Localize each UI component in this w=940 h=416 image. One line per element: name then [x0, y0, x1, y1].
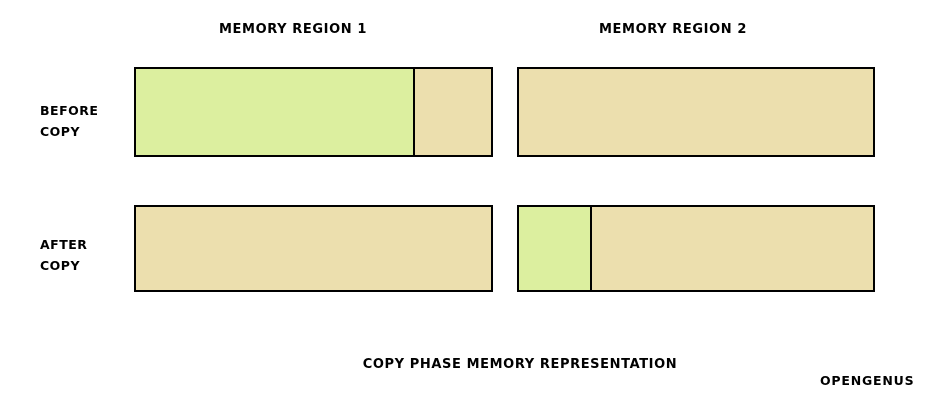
memory-segment-used [519, 207, 590, 290]
memory-segment-used [136, 69, 413, 155]
row-label-after-copy-line2: COPY [40, 258, 81, 273]
row-label-before-copy: BEFORE COPY [40, 100, 98, 142]
row-label-after-copy: AFTER COPY [40, 234, 87, 276]
memory-bar-before-region-1 [134, 67, 493, 157]
memory-segment-free [136, 207, 491, 290]
memory-bar-after-region-2 [517, 205, 875, 292]
memory-bar-after-region-1 [134, 205, 493, 292]
column-header-memory-region-1: MEMORY REGION 1 [219, 22, 367, 37]
memory-bar-before-region-2 [517, 67, 875, 157]
column-header-memory-region-2: MEMORY REGION 2 [599, 22, 747, 37]
opengenus-watermark: OPENGENUS [820, 373, 915, 388]
row-label-before-copy-line1: BEFORE [40, 103, 99, 118]
memory-segment-free [412, 69, 491, 155]
memory-segment-free [519, 69, 873, 155]
memory-segment-free [589, 207, 873, 290]
row-label-before-copy-line2: COPY [40, 124, 81, 139]
row-label-after-copy-line1: AFTER [40, 237, 88, 252]
diagram-caption: COPY PHASE MEMORY REPRESENTATION [362, 357, 678, 372]
